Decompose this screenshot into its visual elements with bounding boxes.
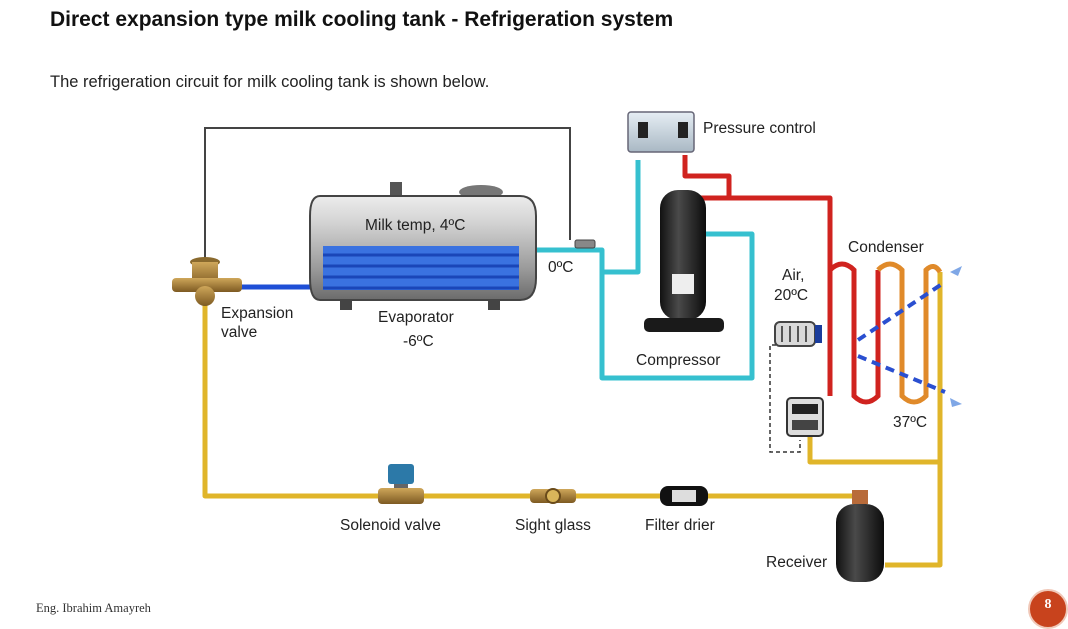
sight-glass	[530, 488, 576, 504]
label-air: Air,	[782, 267, 804, 284]
page-number-badge: 8	[1028, 589, 1068, 629]
label-solenoid-valve: Solenoid valve	[340, 517, 441, 534]
footer-author: Eng. Ibrahim Amayreh	[36, 601, 151, 615]
control-wire	[204, 127, 571, 262]
expansion-valve	[172, 257, 242, 306]
page-number: 8	[1044, 597, 1052, 612]
label-outlet-temp: 0ºC	[548, 259, 573, 276]
label-expansion-valve-line2: valve	[221, 324, 257, 341]
filter-drier	[660, 486, 708, 506]
solenoid-valve	[378, 464, 424, 504]
label-pressure-control: Pressure control	[703, 120, 816, 137]
suction-line	[533, 160, 755, 381]
compressor	[644, 190, 724, 332]
label-air-temp: 20ºC	[774, 287, 808, 304]
label-sight-glass: Sight glass	[515, 517, 591, 534]
fan-pressure-switch	[786, 397, 824, 437]
label-condenser-temp: 37ºC	[893, 414, 927, 431]
condenser-fan	[774, 321, 822, 347]
slide-subtitle: The refrigeration circuit for milk cooli…	[50, 73, 490, 91]
label-compressor: Compressor	[636, 352, 720, 369]
label-expansion-valve-line1: Expansion	[221, 305, 293, 322]
condenser-coil	[827, 261, 962, 407]
slide-title: Direct expansion type milk cooling tank …	[50, 8, 674, 31]
label-evaporator: Evaporator	[378, 309, 454, 326]
milk-tank	[309, 182, 596, 310]
label-filter-drier: Filter drier	[645, 517, 715, 534]
label-condenser: Condenser	[848, 239, 924, 256]
label-evaporator-temp: -6ºC	[403, 333, 434, 350]
label-milk-temp: Milk temp, 4ºC	[365, 217, 465, 234]
label-receiver: Receiver	[766, 554, 827, 571]
fan-control-wire	[769, 344, 801, 453]
receiver	[836, 490, 884, 582]
pressure-control	[627, 111, 695, 153]
